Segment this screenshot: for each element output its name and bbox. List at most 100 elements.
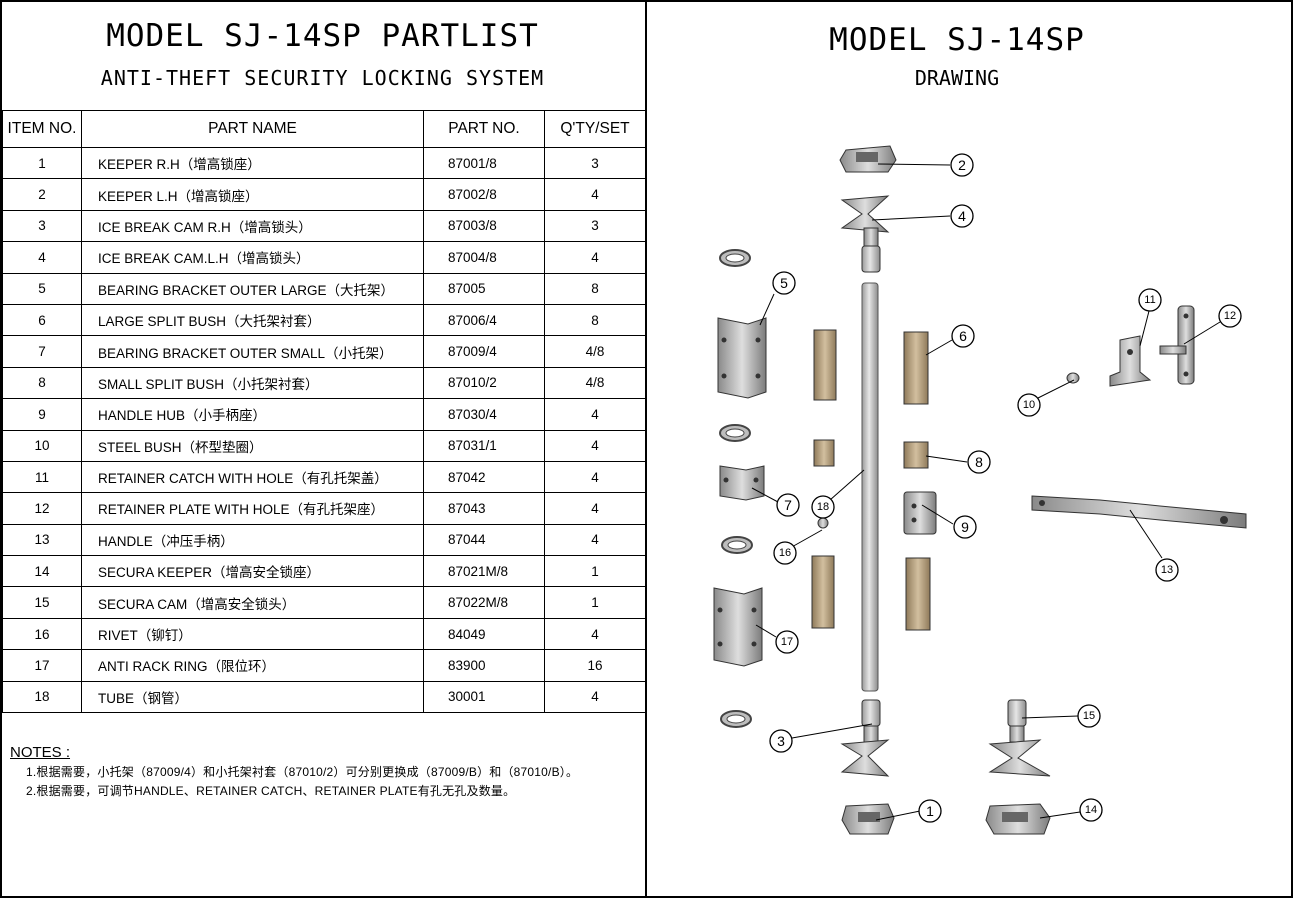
part-name-cell: STEEL BUSH（杯型垫圈） bbox=[81, 429, 424, 462]
callout-7: 7 bbox=[776, 493, 800, 517]
part-name-cell: KEEPER L.H（增高锁座） bbox=[81, 178, 424, 211]
item-no-cell: 12 bbox=[2, 492, 82, 525]
item-no-cell: 5 bbox=[2, 272, 82, 305]
partlist-title: MODEL SJ-14SP PARTLIST bbox=[106, 18, 539, 54]
qty-cell: 4 bbox=[544, 178, 646, 211]
qty-cell: 1 bbox=[544, 555, 646, 588]
leader-lines bbox=[751, 163, 1221, 821]
qty-cell: 8 bbox=[544, 303, 646, 337]
part-no-cell: 87044 bbox=[423, 523, 545, 557]
callout-15: 15 bbox=[1077, 704, 1101, 728]
anti-rack-rings bbox=[719, 249, 753, 728]
svg-text:10: 10 bbox=[1023, 399, 1035, 411]
cam-top-part bbox=[840, 195, 890, 273]
callout-8: 8 bbox=[967, 450, 991, 474]
svg-text:17: 17 bbox=[781, 636, 793, 648]
drawing-title: MODEL SJ-14SP bbox=[829, 22, 1085, 58]
item-no-cell: 13 bbox=[2, 523, 82, 557]
svg-text:7: 7 bbox=[784, 497, 792, 513]
handle-part bbox=[1031, 495, 1247, 529]
callout-16: 16 bbox=[773, 541, 797, 565]
retainer-catch-part bbox=[1109, 335, 1152, 387]
svg-text:4: 4 bbox=[958, 208, 966, 224]
callout-2: 2 bbox=[950, 153, 974, 177]
part-name-cell: HANDLE（冲压手柄） bbox=[81, 523, 424, 557]
item-no-cell: 6 bbox=[2, 303, 82, 337]
item-no-cell: 18 bbox=[2, 680, 82, 714]
item-no-cell: 9 bbox=[2, 398, 82, 431]
svg-text:16: 16 bbox=[779, 547, 791, 559]
item-no-cell: 15 bbox=[2, 586, 82, 619]
callout-11: 11 bbox=[1138, 288, 1162, 312]
qty-cell: 3 bbox=[544, 146, 646, 180]
callout-14: 14 bbox=[1079, 798, 1103, 822]
part-no-cell: 87010/2 bbox=[423, 366, 545, 400]
steel-bush-part bbox=[1066, 372, 1080, 384]
secura-cam-part bbox=[988, 699, 1051, 777]
qty-cell: 3 bbox=[544, 209, 646, 243]
keeper-bottom-part bbox=[841, 803, 895, 835]
note-line-1: 1.根据需要，小托架（87009/4）和小托架衬套（87010/2）可分别更换成… bbox=[26, 765, 579, 779]
item-no-cell: 16 bbox=[2, 617, 82, 651]
header-part-no: PART NO. bbox=[423, 110, 545, 148]
header-item-no: ITEM NO. bbox=[2, 110, 82, 148]
part-no-cell: 87001/8 bbox=[423, 146, 545, 180]
callout-10: 10 bbox=[1017, 393, 1041, 417]
rivet-part bbox=[817, 517, 829, 529]
svg-text:11: 11 bbox=[1144, 294, 1155, 306]
header-part-name: PART NAME bbox=[81, 110, 424, 148]
qty-cell: 1 bbox=[544, 586, 646, 619]
callout-4: 4 bbox=[950, 204, 974, 228]
part-name-cell: RIVET（铆钉） bbox=[81, 617, 424, 651]
part-no-cell: 87006/4 bbox=[423, 303, 545, 337]
part-no-cell: 83900 bbox=[423, 649, 545, 682]
callout-5: 5 bbox=[772, 271, 796, 295]
svg-text:13: 13 bbox=[1161, 564, 1173, 576]
part-name-cell: ICE BREAK CAM R.H（增高锁头） bbox=[81, 209, 424, 243]
callout-3: 3 bbox=[769, 729, 793, 753]
part-name-cell: RETAINER PLATE WITH HOLE（有孔托架座） bbox=[81, 492, 424, 525]
item-no-cell: 3 bbox=[2, 209, 82, 243]
qty-cell: 8 bbox=[544, 272, 646, 305]
split-bushes bbox=[811, 329, 931, 631]
cam-bottom-part bbox=[840, 699, 890, 777]
part-name-cell: LARGE SPLIT BUSH（大托架衬套） bbox=[81, 303, 424, 337]
part-no-cell: 87043 bbox=[423, 492, 545, 525]
qty-cell: 4 bbox=[544, 398, 646, 431]
qty-cell: 4 bbox=[544, 617, 646, 651]
large-bracket-part bbox=[717, 317, 767, 399]
part-name-cell: ANTI RACK RING（限位环） bbox=[81, 649, 424, 682]
part-name-cell: HANDLE HUB（小手柄座） bbox=[81, 398, 424, 431]
svg-text:14: 14 bbox=[1085, 804, 1097, 816]
note-line-2: 2.根据需要，可调节HANDLE、RETAINER CATCH、RETAINER… bbox=[26, 784, 516, 798]
part-no-cell: 87022M/8 bbox=[423, 586, 545, 619]
partlist-subtitle: ANTI-THEFT SECURITY LOCKING SYSTEM bbox=[100, 66, 545, 90]
drawing-subtitle: DRAWING bbox=[914, 66, 1000, 90]
part-no-cell: 87030/4 bbox=[423, 398, 545, 431]
item-no-cell: 14 bbox=[2, 555, 82, 588]
item-no-cell: 1 bbox=[2, 146, 82, 180]
part-no-cell: 87031/1 bbox=[423, 429, 545, 462]
svg-text:8: 8 bbox=[975, 454, 983, 470]
qty-cell: 16 bbox=[544, 649, 646, 682]
item-no-cell: 17 bbox=[2, 649, 82, 682]
part-no-cell: 87021M/8 bbox=[423, 555, 545, 588]
qty-cell: 4 bbox=[544, 429, 646, 462]
